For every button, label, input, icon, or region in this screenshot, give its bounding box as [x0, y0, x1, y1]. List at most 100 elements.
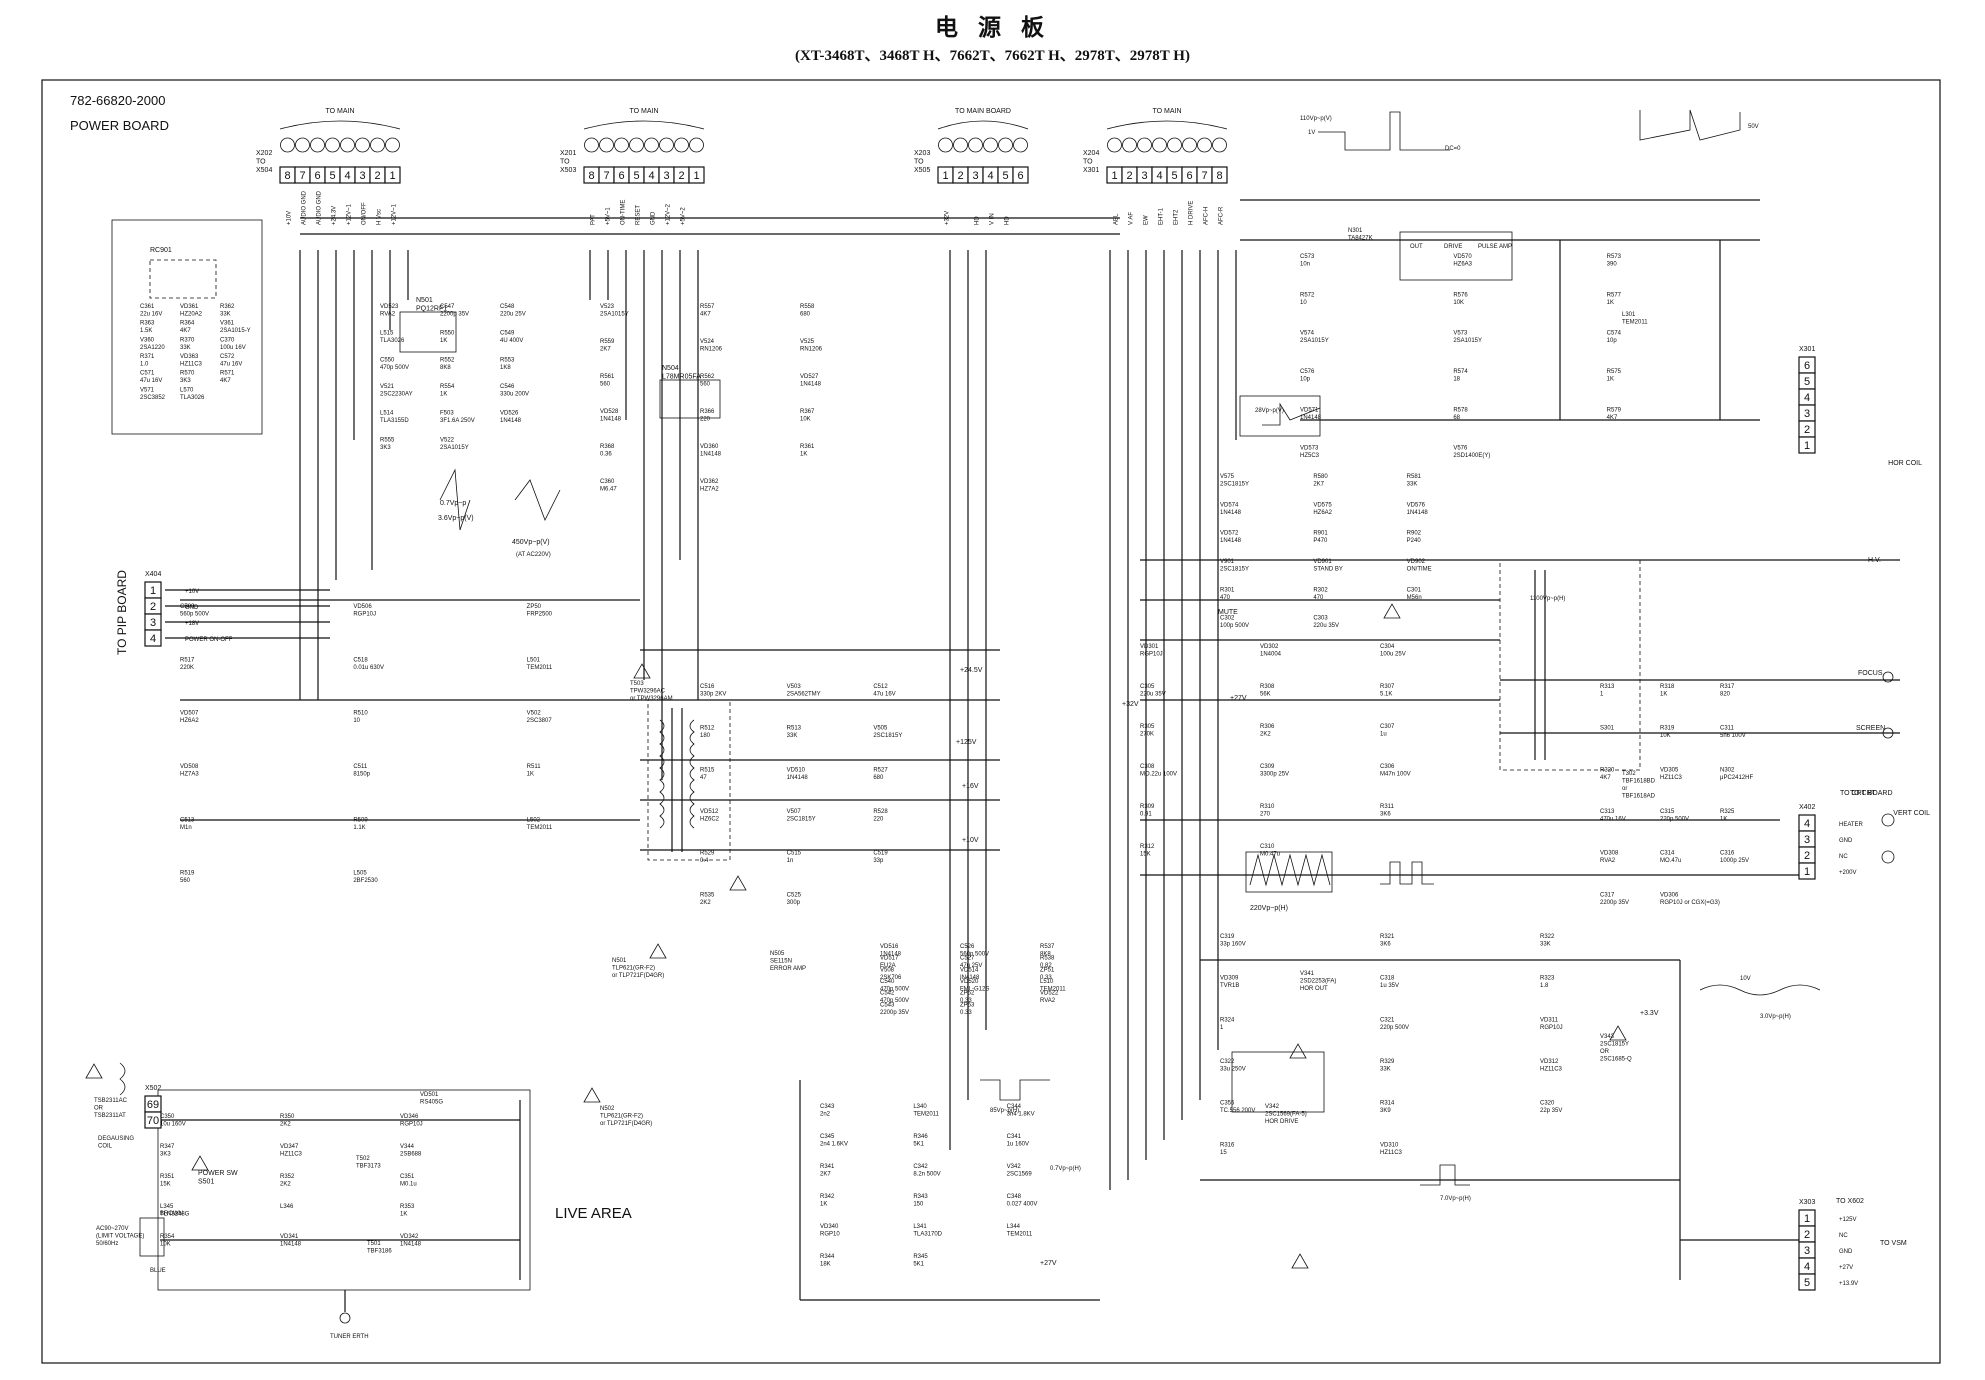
pin-signal: V AF — [1129, 212, 1135, 225]
pin-number: 5 — [1804, 376, 1810, 388]
pin-number: 2 — [1804, 1229, 1810, 1241]
label-tuner-erth: TUNER ERTH — [330, 1334, 369, 1340]
connector-terminal — [599, 137, 614, 153]
connector-terminal — [1122, 137, 1137, 153]
connector-terminal — [659, 137, 674, 153]
live-area-label: LIVE AREA — [555, 1205, 632, 1222]
pin-number: 3 — [1804, 408, 1810, 420]
pin-number: 6 — [314, 170, 320, 182]
pin-number: 6 — [1804, 360, 1810, 372]
pin-signal: +27V — [1839, 1265, 1853, 1271]
label-to-crt: TO CRT — [1850, 790, 1877, 797]
label-out-p27: +27V — [1230, 695, 1247, 702]
pin-signal: +10V — [287, 211, 293, 225]
label-wave-dc0: DC=0 — [1445, 146, 1461, 152]
pin-number: 1 — [1804, 440, 1810, 452]
warning-triangle-icon — [1291, 1253, 1309, 1269]
pin-signal: H Vsc — [377, 209, 383, 225]
connector-terminal — [689, 137, 704, 153]
connector-terminal — [1137, 137, 1152, 153]
connector-pin — [144, 629, 162, 647]
pin-number: 2 — [1126, 170, 1132, 182]
pin-number: 1 — [942, 170, 948, 182]
pin-number: 4 — [1804, 818, 1810, 830]
connector-terminal — [953, 137, 968, 153]
label-focus: FOCUS — [1858, 670, 1883, 677]
pin-number: 1 — [389, 170, 395, 182]
n301-block-label: DRIVE — [1444, 244, 1462, 250]
connector-terminal — [1212, 137, 1227, 153]
connector-bracket — [279, 120, 401, 130]
pin-signal: +24.3V — [332, 206, 338, 225]
connector-caption: TO MAIN — [1152, 108, 1181, 115]
wiring — [111, 109, 1900, 1324]
label-hv: H.V. — [1868, 557, 1881, 564]
warning-triangle-icon — [191, 1155, 209, 1171]
hor-coil-label: HOR COIL — [1888, 460, 1922, 467]
connector-ref: X402 — [1799, 804, 1815, 811]
pin-number: 1 — [150, 585, 156, 597]
label-wave-07: 0.7Vp~p — [440, 500, 466, 507]
pin-signal: H DRIVE — [1189, 201, 1195, 225]
connector-ref: X404 — [145, 571, 161, 578]
pin-number: 2 — [374, 170, 380, 182]
connector-terminal — [614, 137, 629, 153]
label-out-p245: +24.5V — [960, 667, 983, 674]
label-blue: BLUE — [150, 1268, 166, 1274]
pin-signal: AUDIO GND — [302, 190, 308, 225]
warning-triangle-icon — [633, 663, 651, 679]
connector-terminal — [340, 137, 355, 153]
pin-number: 5 — [1171, 170, 1177, 182]
connector-bracket — [583, 120, 705, 130]
pin-signal: ON/OFF — [362, 202, 368, 225]
